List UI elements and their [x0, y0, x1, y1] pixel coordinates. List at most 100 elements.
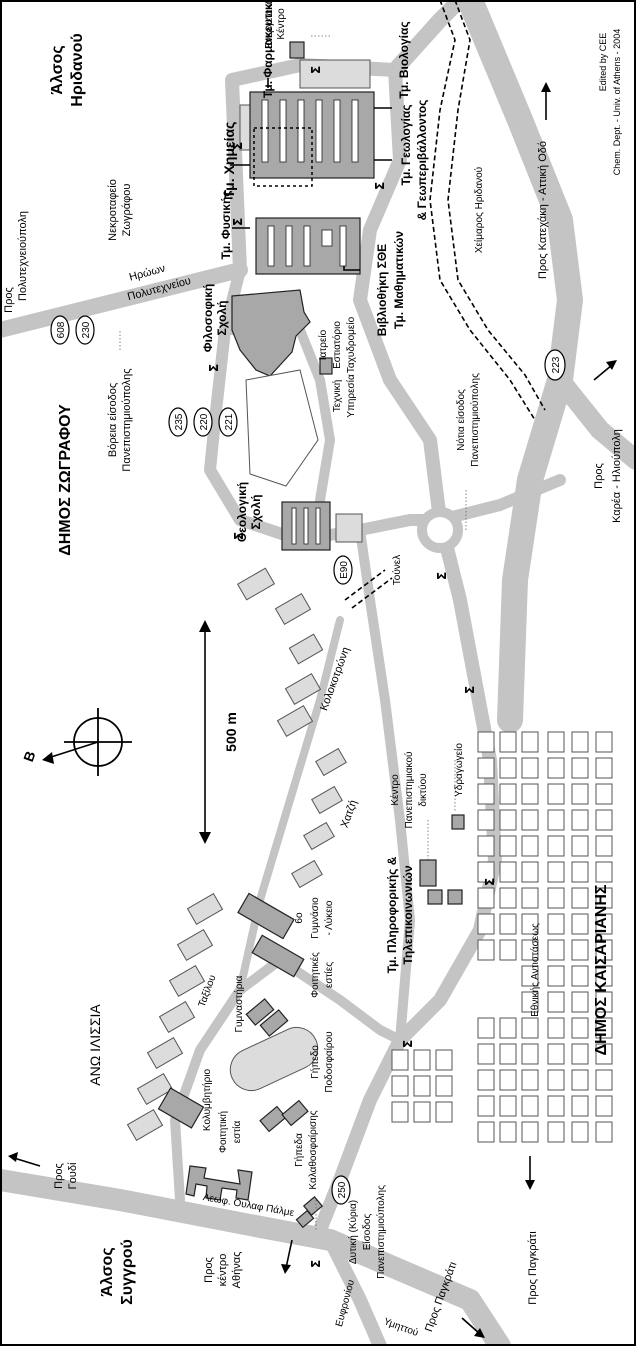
- city-block: [521, 783, 539, 805]
- label-chemistry: Τμ. Χημείας: [221, 122, 237, 199]
- city-block: [571, 939, 589, 961]
- label-dir-pagrati-2: Προς Παγκράτι: [527, 1231, 539, 1305]
- bus-stop-3: Σ: [231, 218, 245, 226]
- basketball-court-1: [259, 1105, 287, 1133]
- city-block: [547, 1043, 565, 1065]
- informatics-building-2: [427, 889, 443, 905]
- city-block: [413, 1101, 431, 1123]
- label-cemetery-2: Ζωγράφου: [121, 184, 133, 237]
- city-block: [571, 887, 589, 909]
- label-tech-1: Τεχνική: [331, 380, 343, 413]
- road-ymittou: [323, 1233, 387, 1346]
- city-block: [547, 861, 565, 883]
- city-block: [595, 1017, 613, 1039]
- label-dir-athens-3: Αθήνας: [231, 1252, 243, 1289]
- label-energy-1: Ενεργειακό: [263, 0, 275, 49]
- bus-line-223: 223: [551, 356, 562, 373]
- dorm-e-building: [185, 1165, 253, 1201]
- label-dir-polytechnioupoli-2: Πολυτεχνειούπολη: [17, 211, 29, 301]
- city-block: [499, 1017, 517, 1039]
- label-library: Βιβλιοθήκη ΣΘΕ: [375, 244, 389, 336]
- city-block: [477, 809, 495, 831]
- city-block: [521, 939, 539, 961]
- city-block: [595, 991, 613, 1013]
- city-block: [547, 1017, 565, 1039]
- label-school-2: Γυμνάσιο: [309, 897, 321, 939]
- bus-stop-11: Σ: [309, 1260, 323, 1268]
- city-block: [521, 1043, 539, 1065]
- city-block: [499, 835, 517, 857]
- area-labels: ΔΗΜΟΣ ΖΩΓΡΑΦΟΥ ΔΗΜΟΣ ΚΑΙΣΑΡΙΑΝΗΣ ΑΝΩ ΙΛΙ…: [49, 33, 610, 1305]
- informatics-building-3: [447, 889, 463, 905]
- city-block: [477, 861, 495, 883]
- city-block: [571, 1069, 589, 1091]
- city-block: [477, 757, 495, 779]
- city-block: [547, 965, 565, 987]
- theology-wings: [291, 507, 321, 545]
- city-block: [571, 783, 589, 805]
- gym-building-1: [245, 998, 275, 1026]
- philosophy-building: [231, 289, 311, 377]
- area-ano-ilisia: ΑΝΩ ΙΛΙΣΣΙΑ: [87, 1004, 103, 1086]
- label-restaurant: Εστιατόριο: [331, 321, 343, 369]
- label-west-entrance-3: Πανεπιστημιούπολης: [375, 1185, 387, 1279]
- label-dir-karea-1: Προς: [593, 463, 605, 489]
- city-block: [521, 1121, 539, 1143]
- label-stream-iridanos: Χείμαρος Ηριδανού: [473, 167, 485, 253]
- leader-lines: [119, 35, 467, 1230]
- road-katechaki: [457, 0, 583, 733]
- city-block: [571, 965, 589, 987]
- city-block: [521, 1069, 539, 1091]
- city-block: [595, 809, 613, 831]
- label-dir-goudi-1: Προς: [53, 1163, 65, 1189]
- label-physics: Τμ. Φυσικής: [219, 190, 233, 259]
- parking-area-theology: [335, 513, 363, 543]
- city-block: [477, 1017, 495, 1039]
- gym-building-2: [259, 1009, 289, 1037]
- chemistry-dept-outline: [253, 127, 313, 187]
- city-block: [571, 1095, 589, 1117]
- city-block: [521, 731, 539, 753]
- city-block: [477, 835, 495, 857]
- label-philosophy-2: Σχολή: [215, 300, 229, 335]
- arrow-pagrati-1: [461, 1317, 481, 1335]
- city-block: [477, 913, 495, 935]
- city-block: [571, 731, 589, 753]
- city-block: [571, 861, 589, 883]
- city-block: [499, 887, 517, 909]
- city-block: [435, 1049, 453, 1071]
- label-post-office: Ταχυδρομείο: [345, 316, 357, 373]
- arrow-karea: [593, 364, 613, 381]
- bus-stop-10: Σ: [401, 1040, 415, 1048]
- label-north-entrance-1: Βόρεια είσοδος: [107, 383, 119, 457]
- campus-block-north: [299, 59, 371, 89]
- city-block: [571, 1017, 589, 1039]
- bus-stop-4: Σ: [373, 182, 387, 190]
- label-geology-2: & Γεωπεριβάλλοντος: [415, 100, 429, 221]
- credits-line-1: Edited by CEE: [598, 33, 608, 92]
- label-geology-1: Τμ. Γεωλογίας: [399, 105, 413, 186]
- label-basket-1: Γήπεδα: [293, 1133, 305, 1167]
- bus-line-250: 250: [337, 1181, 348, 1198]
- city-block: [595, 887, 613, 909]
- city-block: [595, 913, 613, 935]
- bus-line-221: 221: [224, 413, 235, 430]
- bus-line-220: 220: [199, 413, 210, 430]
- city-block: [547, 1069, 565, 1091]
- compass: B: [20, 708, 132, 776]
- city-block: [595, 757, 613, 779]
- west-gate-building-2: [295, 1209, 315, 1229]
- bus-stop-7: Σ: [435, 572, 449, 580]
- area-alsos-iridanou-1: Άλσος: [49, 45, 66, 94]
- city-block: [435, 1101, 453, 1123]
- label-south-entrance-1: Νότια είσοδος: [455, 389, 467, 451]
- buildings: [126, 41, 613, 1229]
- city-block: [571, 991, 589, 1013]
- city-block: [595, 731, 613, 753]
- network-center-building: [451, 814, 465, 830]
- credits-line-2: Chem. Dept. - Univ. of Athens - 2004: [612, 29, 622, 175]
- direction-labels: Προς Πολυτεχνειούπολη Προς Κατεχάκη - Ατ…: [3, 82, 623, 1338]
- bus-line-e90: E90: [339, 561, 350, 579]
- city-block: [413, 1075, 431, 1097]
- city-block: [477, 1043, 495, 1065]
